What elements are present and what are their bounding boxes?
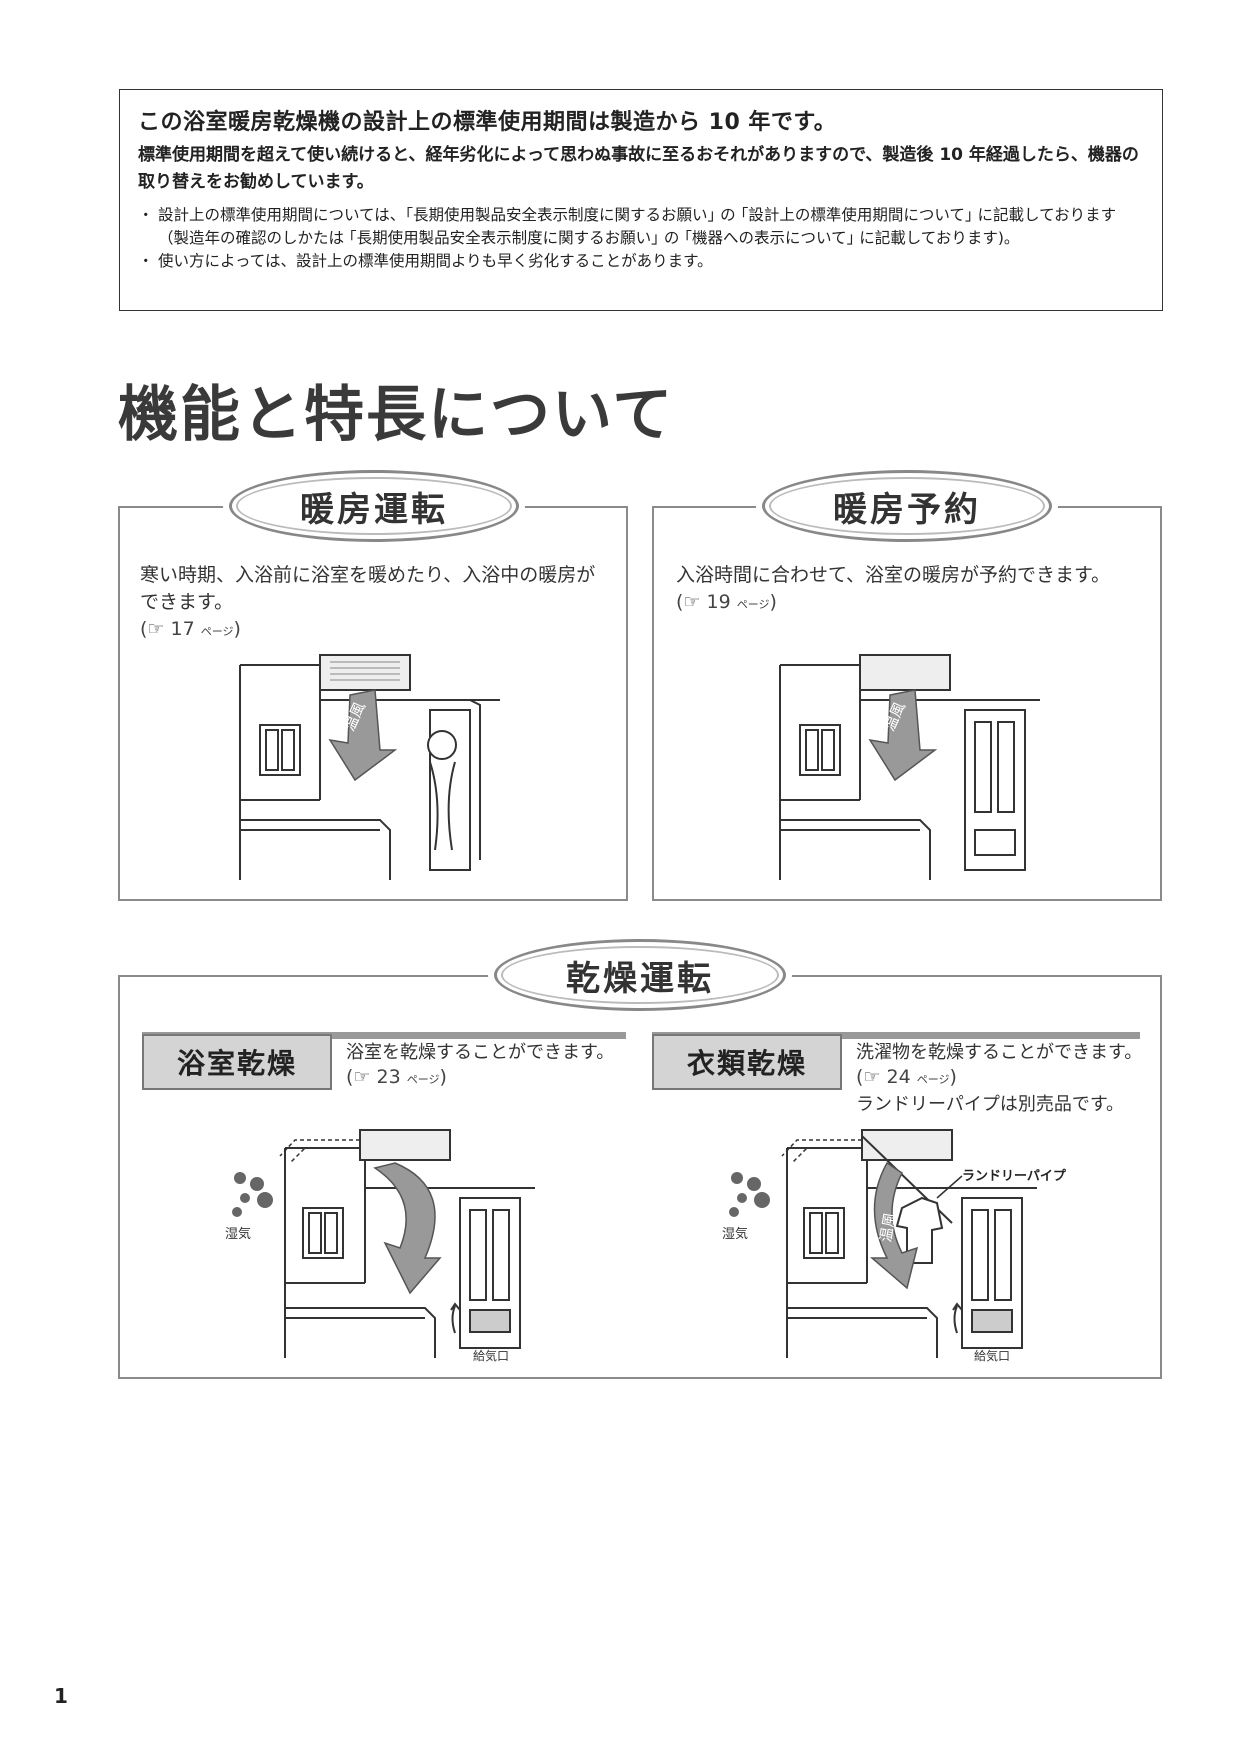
bathroom-dry-description-text: 浴室を乾燥することができます。: [346, 1042, 615, 1063]
ref-close: ): [769, 591, 777, 613]
heating-illustration: 温風: [239, 654, 500, 880]
heating-title: 暖房運転: [229, 470, 519, 542]
heating-page-ref[interactable]: (☞ 17 ページ): [140, 618, 241, 640]
notice-bullet: 使い方によっては、設計上の標準使用期間よりも早く劣化することがあります。: [138, 250, 1144, 273]
bathroom-intake-label: 給気口: [473, 1348, 509, 1363]
clothes-dry-page-ref[interactable]: (☞ 24 ページ): [856, 1066, 957, 1088]
clothes-dry-divider: [652, 1032, 1140, 1039]
timer-description: 入浴時間に合わせて、浴室の暖房が予約できます。 (☞ 19 ページ): [676, 562, 1146, 618]
ref-page: 23: [376, 1066, 401, 1088]
ref-open: (☞: [676, 591, 707, 613]
clothes-dry-illustration: 湿気 温風 ランドリーパイプ 給気口: [722, 1129, 1067, 1363]
clothes-dry-note: ランドリーパイプは別売品です。: [856, 1094, 1125, 1115]
page-title: 機能と特長について: [118, 380, 675, 450]
heating-description: 寒い時期、入浴前に浴室を暖めたり、入浴中の暖房ができます。 (☞ 17 ページ): [140, 562, 610, 645]
ref-page: 19: [706, 591, 731, 613]
ref-close: ): [949, 1066, 957, 1088]
clothes-dry-description: 洗濯物を乾燥することができます。 (☞ 24 ページ) ランドリーパイプは別売品…: [856, 1040, 1146, 1117]
timer-description-text: 入浴時間に合わせて、浴室の暖房が予約できます。: [676, 564, 1111, 586]
laundry-pipe-label: ランドリーパイプ: [962, 1169, 1067, 1184]
service-life-notice: この浴室暖房乾燥機の設計上の標準使用期間は製造から 10 年です。 標準使用期間…: [119, 89, 1163, 311]
notice-lead: 標準使用期間を超えて使い続けると、経年劣化によって思わぬ事故に至るおそれがありま…: [138, 145, 1139, 192]
ref-page: 24: [886, 1066, 911, 1088]
ref-open: (☞: [856, 1066, 887, 1088]
notice-bullet: 設計上の標準使用期間については、｢長期使用製品安全表示制度に関するお願い｣ の …: [138, 204, 1144, 250]
timer-page-ref[interactable]: (☞ 19 ページ): [676, 591, 777, 613]
ref-unit: ページ: [736, 598, 770, 611]
notice-bullets: 設計上の標準使用期間については、｢長期使用製品安全表示制度に関するお願い｣ の …: [138, 204, 1144, 273]
bathroom-airflow-label: 温風: [378, 1206, 405, 1240]
ref-unit: ページ: [200, 625, 234, 638]
ref-page: 17: [170, 618, 195, 640]
page-number: 1: [54, 1684, 68, 1708]
clothes-moisture-label: 湿気: [722, 1226, 748, 1242]
clothes-airflow-label: 温風: [876, 1211, 899, 1244]
timer-illustration: 温風: [779, 654, 1040, 880]
ref-open: (☞: [346, 1066, 377, 1088]
bathroom-dry-description: 浴室を乾燥することができます。 (☞ 23 ページ): [346, 1040, 626, 1092]
clothes-dry-description-text: 洗濯物を乾燥することができます。: [856, 1042, 1143, 1063]
heating-description-text: 寒い時期、入浴前に浴室を暖めたり、入浴中の暖房ができます。: [140, 564, 596, 613]
clothes-dry-label: 衣類乾燥: [652, 1034, 842, 1090]
bathroom-dry-divider: [142, 1032, 626, 1039]
bathroom-dry-illustration: 湿気 温風 給気口: [225, 1129, 535, 1363]
bathroom-dry-label: 浴室乾燥: [142, 1034, 332, 1090]
bathroom-moisture-label: 湿気: [225, 1226, 251, 1242]
ref-unit: ページ: [406, 1073, 440, 1086]
drying-title: 乾燥運転: [494, 939, 786, 1011]
ref-unit: ページ: [916, 1073, 950, 1086]
timer-title: 暖房予約: [762, 470, 1052, 542]
ref-close: ): [233, 618, 241, 640]
clothes-intake-label: 給気口: [974, 1348, 1010, 1363]
bathroom-dry-page-ref[interactable]: (☞ 23 ページ): [346, 1066, 447, 1088]
ref-close: ): [439, 1066, 447, 1088]
ref-open: (☞: [140, 618, 171, 640]
notice-title: この浴室暖房乾燥機の設計上の標準使用期間は製造から 10 年です。: [138, 110, 837, 135]
